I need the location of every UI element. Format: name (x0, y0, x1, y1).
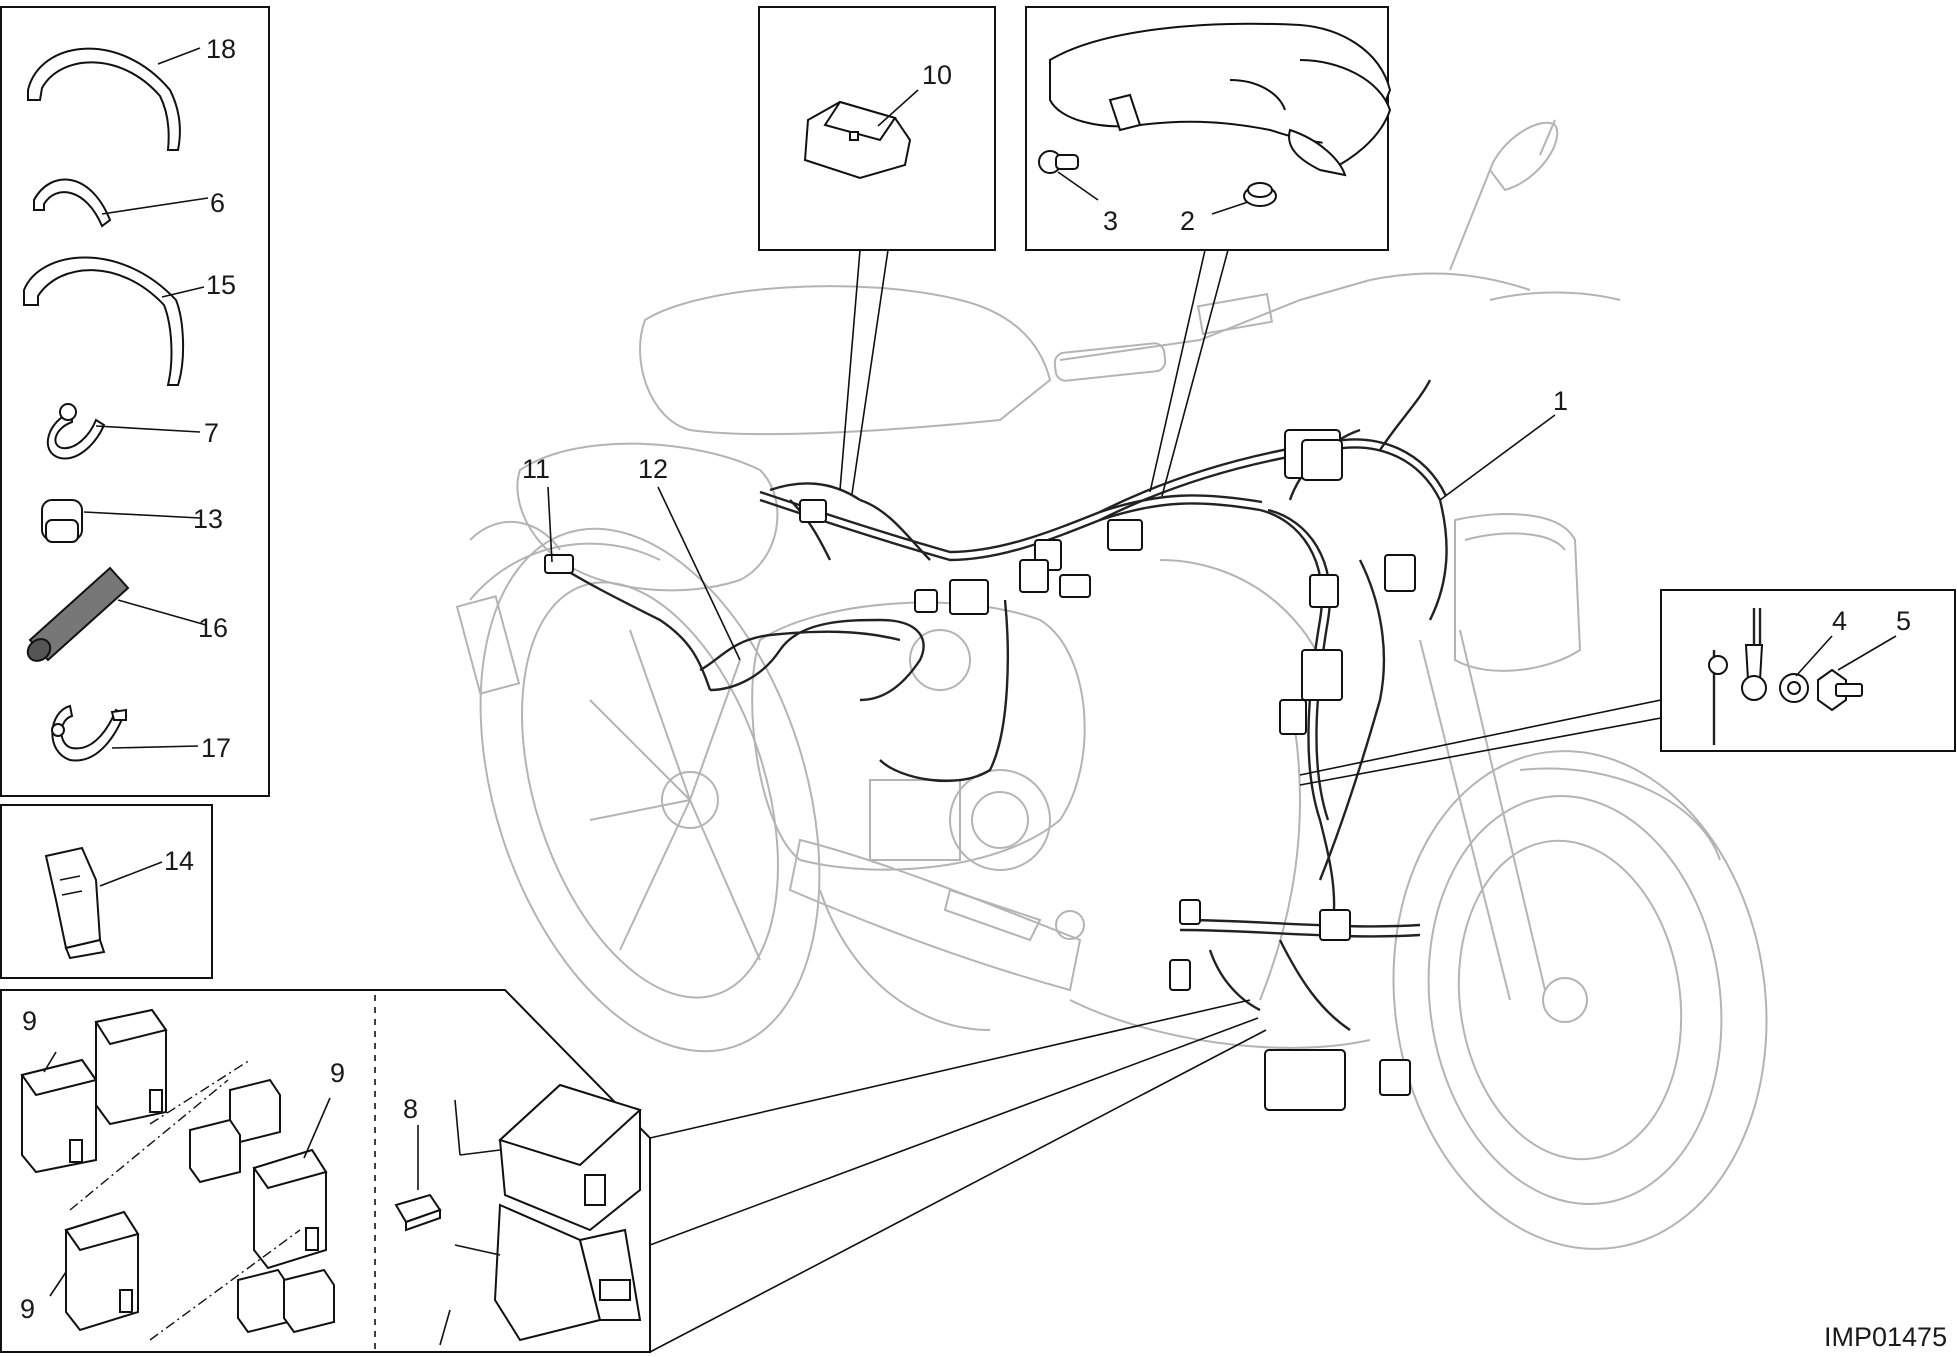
leader-4 (1795, 635, 1833, 677)
part-6-tie (33, 178, 112, 228)
leader-9b (303, 1097, 331, 1159)
leader-9c (49, 1271, 67, 1297)
leader-45-to-bike-b (1299, 717, 1662, 786)
leader-1 (1439, 414, 1556, 501)
leader-5 (1837, 635, 1897, 671)
relay-9-b (94, 1008, 168, 1126)
label-8: 8 (403, 1094, 418, 1124)
part-18-tie (27, 47, 181, 151)
leader-10 (877, 89, 919, 127)
label-7: 7 (204, 418, 219, 448)
label-9b: 9 (330, 1058, 345, 1088)
relay-dash-line-b (149, 1229, 301, 1341)
fuse-guide-b (459, 1149, 501, 1156)
label-9c: 9 (20, 1294, 35, 1324)
part-15-tie (23, 256, 185, 386)
part-5-screw (1817, 668, 1863, 712)
label-6: 6 (210, 188, 225, 218)
label-3: 3 (1103, 206, 1118, 236)
label-16: 16 (198, 613, 228, 643)
part-16-sleeve (26, 566, 130, 662)
label-13: 13 (193, 504, 223, 534)
leader-12 (657, 486, 741, 661)
leader-box-to-bike-b (649, 1017, 1259, 1246)
leader-10-to-bike-a (839, 249, 861, 491)
leader-11 (547, 486, 553, 563)
label-1: 1 (1553, 386, 1568, 416)
leader-box-to-bike-c (649, 1029, 1267, 1353)
fuse-guide-d (439, 1309, 451, 1346)
leader-14 (99, 861, 163, 887)
label-10: 10 (922, 60, 952, 90)
ground-cable-assembly (1708, 608, 1767, 745)
drawing-code: IMP01475 (1824, 1322, 1947, 1352)
part-7-clip (46, 403, 106, 460)
fuse-guide-c (454, 1244, 501, 1256)
relay-9-d (64, 1210, 140, 1332)
label-2: 2 (1180, 206, 1195, 236)
leader-2 (1211, 201, 1249, 215)
box-part-14 (0, 804, 213, 979)
part-13-clip (41, 499, 83, 543)
part-3-grommet (1038, 150, 1079, 174)
leader-box-to-bike-a (649, 999, 1251, 1139)
motorcycle-outline (455, 119, 1768, 1250)
leader-23-to-bike-b (1161, 249, 1229, 497)
box-clips-ties (0, 6, 270, 797)
label-12: 12 (638, 454, 668, 484)
leader-45-to-bike-a (1299, 699, 1662, 776)
relay-dash-line-a (69, 1079, 229, 1211)
part-14-cover (44, 846, 106, 960)
fuse-box (493, 1083, 642, 1342)
leader-9a (43, 1051, 57, 1073)
part-2-grommet (1243, 182, 1277, 207)
label-15: 15 (206, 270, 236, 300)
label-18: 18 (206, 34, 236, 64)
part-17-clip (51, 704, 127, 762)
bodywork-panel (1049, 22, 1392, 177)
leader-lines-box-clips (83, 47, 209, 749)
label-4: 4 (1832, 606, 1847, 636)
label-5: 5 (1896, 606, 1911, 636)
label-17: 17 (201, 733, 231, 763)
label-11: 11 (522, 454, 550, 484)
wiring-harness-1 (544, 379, 1448, 1111)
relay-9-a (20, 1058, 98, 1174)
part-4-washer (1779, 673, 1809, 703)
part-8-fuse (394, 1193, 442, 1232)
label-14: 14 (164, 846, 194, 876)
label-9a: 9 (22, 1006, 37, 1036)
fuse-guide-a (454, 1099, 461, 1156)
leader-10-to-bike-b (851, 249, 889, 495)
relay-9-c (252, 1148, 328, 1270)
relay-sockets (189, 1078, 335, 1334)
leader-3 (1057, 171, 1099, 201)
leader-23-to-bike-a (1149, 249, 1206, 493)
